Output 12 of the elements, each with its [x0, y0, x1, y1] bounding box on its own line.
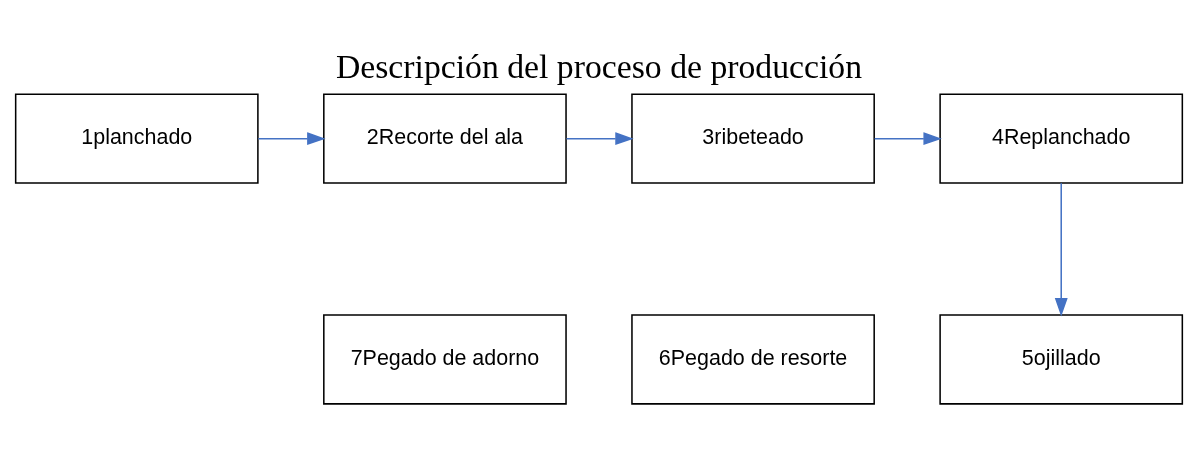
- node-box: 2Recorte del ala: [323, 93, 567, 184]
- arrow: [257, 132, 326, 146]
- diagram-title: Descripción del proceso de producción: [335, 48, 863, 86]
- arrow: [873, 132, 942, 146]
- arrow: [1054, 182, 1068, 317]
- node-box: 5ojillado: [939, 314, 1184, 405]
- node-box: 4Replanchado: [939, 93, 1184, 184]
- node-box: 6Pegado de resorte: [631, 314, 875, 405]
- node-box: 7Pegado de adorno: [323, 314, 567, 405]
- node-box: 3ribeteado: [631, 93, 875, 184]
- node-box: 1planchado: [14, 93, 259, 184]
- arrow: [565, 132, 634, 146]
